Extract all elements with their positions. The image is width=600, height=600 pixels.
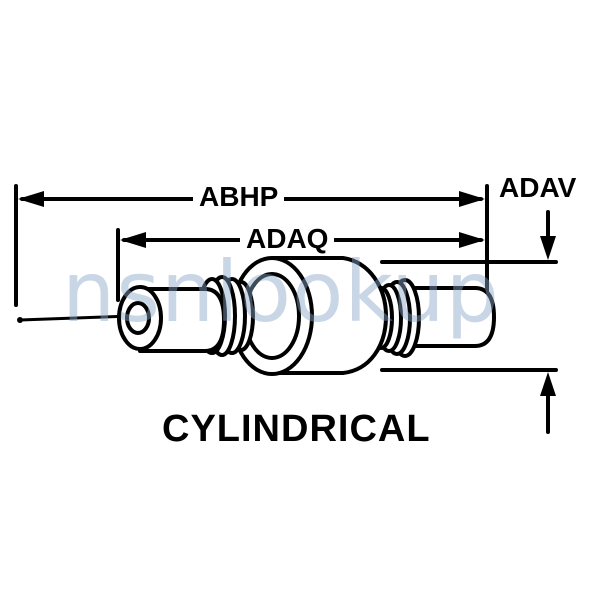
adaq-arrow-right [459,232,485,248]
adav-arrow-bottom [540,372,556,396]
adaq-arrow-left [120,232,146,248]
contact-pin [18,314,134,322]
rear-sleeve [396,286,496,348]
front-sleeve [117,285,226,353]
adav-dimension [380,210,558,434]
abhp-arrow-left [18,191,44,207]
abhp-arrow-right [459,191,485,207]
adav-label: ADAV [497,172,579,203]
adav-arrow-top [540,236,556,260]
style-title: CYLINDRICAL [162,408,431,450]
connector-body [17,256,496,376]
coupling-nut [230,256,388,376]
pin-tip [17,317,23,323]
adaq-label: ADAQ [240,225,335,253]
abhp-label: ABHP [193,183,285,211]
